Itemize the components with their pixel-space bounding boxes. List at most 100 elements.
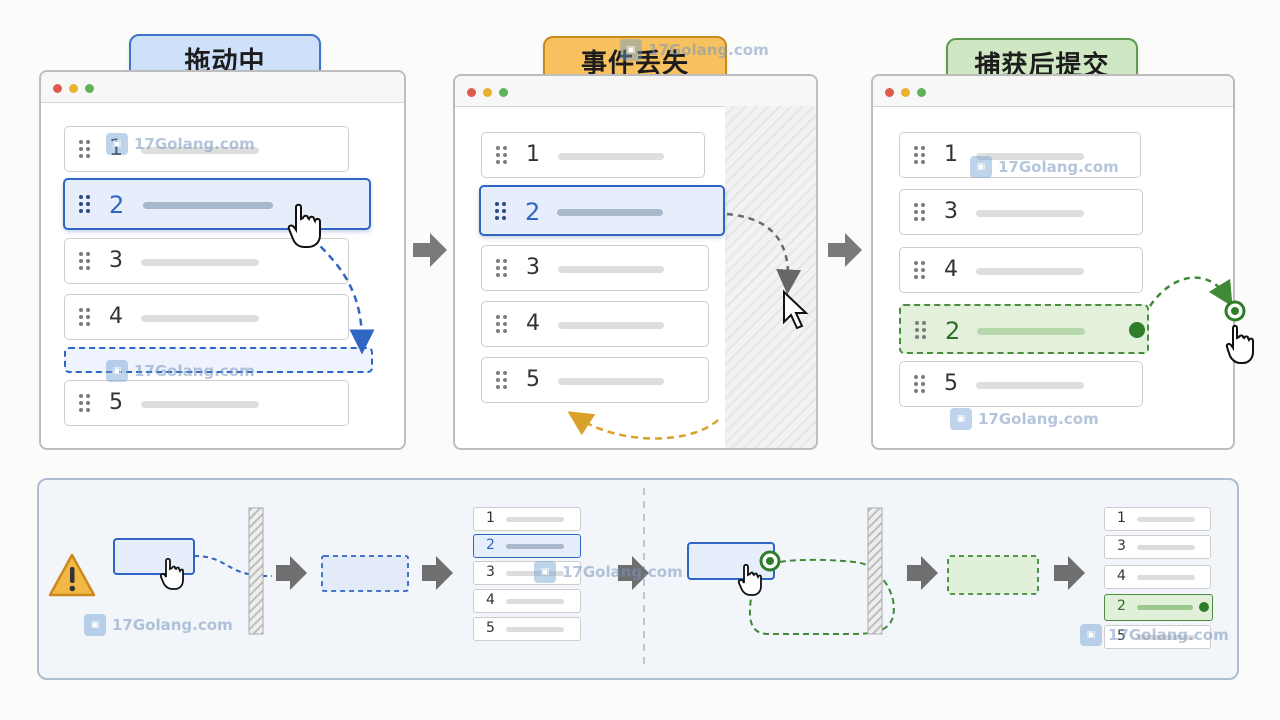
item-text-placeholder <box>977 328 1085 335</box>
item-number: 2 <box>486 537 495 553</box>
maximize-dot-icon <box>917 88 926 97</box>
drag-handle-icon[interactable] <box>496 146 508 166</box>
list-item[interactable]: 1 <box>481 132 705 178</box>
pointer-cursor-icon <box>783 289 809 330</box>
mini-list-item: 5 <box>1104 625 1211 649</box>
drag-handle-icon[interactable] <box>496 371 508 391</box>
item-text-placeholder <box>976 210 1084 217</box>
drag-handle-icon[interactable] <box>496 259 508 279</box>
drag-handle-icon[interactable] <box>914 261 926 281</box>
captured-trail <box>749 558 895 635</box>
item-text-placeholder <box>1137 605 1193 610</box>
item-text-placeholder <box>557 209 663 216</box>
item-number: 3 <box>109 248 123 273</box>
list-item[interactable]: 4 <box>899 247 1143 293</box>
mini-list-item: 5 <box>473 617 581 641</box>
mini-list-item: 4 <box>1104 565 1211 589</box>
item-number: 3 <box>1117 538 1126 554</box>
close-dot-icon <box>53 84 62 93</box>
item-number: 5 <box>486 620 495 636</box>
list-item[interactable]: 3 <box>899 189 1143 235</box>
revert-path-arrow <box>567 411 719 440</box>
list-item[interactable]: 3 <box>481 245 709 291</box>
hand-cursor-icon <box>287 203 321 248</box>
item-number: 4 <box>944 257 958 282</box>
list-item[interactable]: 1 <box>899 132 1141 178</box>
minimize-dot-icon <box>901 88 910 97</box>
dragged-list-item[interactable]: 2 <box>479 185 725 236</box>
item-number: 5 <box>109 390 123 415</box>
drag-trail <box>193 555 273 578</box>
item-text-placeholder <box>506 571 564 576</box>
next-step-arrow-icon <box>907 556 938 590</box>
item-text-placeholder <box>558 322 664 329</box>
close-dot-icon <box>467 88 476 97</box>
item-number: 5 <box>944 371 958 396</box>
mini-list-item: 4 <box>473 589 581 613</box>
item-text-placeholder <box>506 544 564 549</box>
drag-handle-icon[interactable] <box>915 321 927 341</box>
drag-handle-icon[interactable] <box>79 252 91 272</box>
item-number: 2 <box>1117 598 1126 614</box>
maximize-dot-icon <box>85 84 94 93</box>
item-number: 5 <box>526 367 540 392</box>
item-number: 3 <box>526 255 540 280</box>
close-dot-icon <box>885 88 894 97</box>
hand-cursor-icon <box>159 557 184 590</box>
item-number: 4 <box>526 311 540 336</box>
window-titlebar <box>455 76 816 107</box>
warning-icon <box>48 553 96 597</box>
item-number: 2 <box>109 191 125 219</box>
top-annotations <box>287 203 1254 440</box>
window-edge-barrier <box>867 507 883 635</box>
drag-handle-icon[interactable] <box>496 315 508 335</box>
list-item[interactable]: 4 <box>64 294 349 340</box>
list-item[interactable]: 5 <box>899 361 1143 407</box>
item-text-placeholder <box>558 266 664 273</box>
item-number: 2 <box>525 198 541 226</box>
item-text-placeholder <box>1137 575 1195 580</box>
committed-list-item[interactable]: 2 <box>899 304 1149 354</box>
item-number: 1 <box>486 510 495 526</box>
item-text-placeholder <box>506 517 564 522</box>
bottom-annotations <box>48 488 1085 670</box>
item-number: 1 <box>109 136 123 161</box>
stuck-ghost-element <box>321 555 409 592</box>
committed-element <box>947 555 1039 595</box>
drag-handle-icon[interactable] <box>79 394 91 414</box>
item-text-placeholder <box>558 378 664 385</box>
minimize-dot-icon <box>483 88 492 97</box>
item-text-placeholder <box>141 315 259 322</box>
item-text-placeholder <box>976 153 1084 160</box>
maximize-dot-icon <box>499 88 508 97</box>
minimize-dot-icon <box>69 84 78 93</box>
drag-handle-icon[interactable] <box>79 140 91 160</box>
commit-dot-icon <box>1199 602 1209 612</box>
item-text-placeholder <box>141 259 259 266</box>
list-item[interactable]: 5 <box>64 380 349 426</box>
item-text-placeholder <box>976 382 1084 389</box>
item-text-placeholder <box>558 153 664 160</box>
drag-handle-icon[interactable] <box>79 308 91 328</box>
drag-handle-icon[interactable] <box>495 202 507 222</box>
item-text-placeholder <box>506 627 564 632</box>
list-item[interactable]: 1 <box>64 126 349 172</box>
item-text-placeholder <box>1137 517 1195 522</box>
item-text-placeholder <box>506 599 564 604</box>
drag-handle-icon[interactable] <box>914 203 926 223</box>
drag-handle-icon[interactable] <box>914 375 926 395</box>
list-item[interactable]: 4 <box>481 301 709 347</box>
next-stage-arrow-icon <box>413 233 447 267</box>
item-number: 3 <box>486 564 495 580</box>
drag-handle-icon[interactable] <box>79 195 91 215</box>
next-step-arrow-icon <box>422 556 453 590</box>
drop-placeholder <box>64 347 373 373</box>
drag-path-arrow <box>311 237 375 355</box>
item-number: 4 <box>109 304 123 329</box>
item-text-placeholder <box>141 401 259 408</box>
item-text-placeholder <box>143 202 273 209</box>
list-item[interactable]: 5 <box>481 357 709 403</box>
drag-handle-icon[interactable] <box>914 146 926 166</box>
window-titlebar <box>41 72 404 103</box>
mini-list-item: 1 <box>1104 507 1211 531</box>
